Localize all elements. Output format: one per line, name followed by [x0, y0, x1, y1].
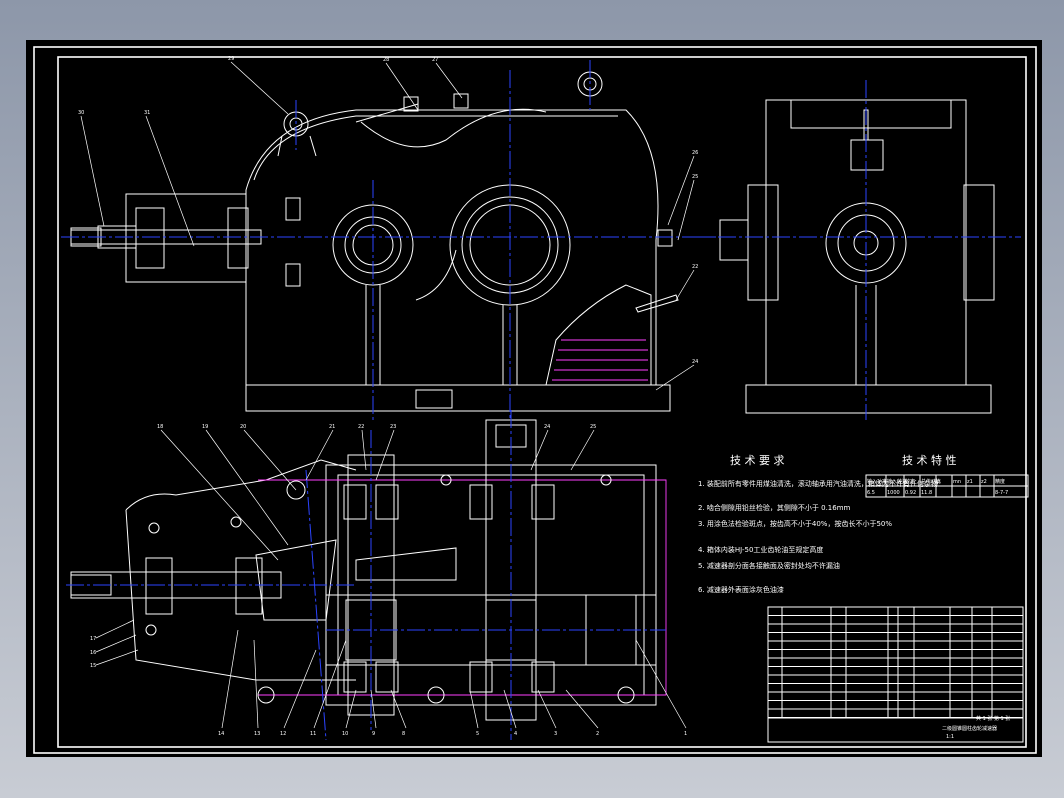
part-label: 8 [402, 731, 405, 737]
spec-header: z1 [967, 479, 973, 485]
part-label: 14 [218, 731, 224, 737]
outer-frame [33, 46, 1037, 754]
part-label: 22 [358, 424, 364, 430]
part-label: 1 [684, 731, 687, 737]
title-block [767, 717, 1024, 743]
front-view [61, 60, 716, 420]
part-label: 29 [228, 56, 234, 62]
part-label: 21 [329, 424, 335, 430]
part-label: 16 [90, 650, 96, 656]
tech-req-item: 1. 装配前所有零件用煤油清洗，滚动轴承用汽油清洗，箱体内不许有任何杂物 [698, 479, 938, 488]
assembly-drawing: 30 31 29 28 27 26 25 22 24 18 19 20 21 2… [33, 46, 1037, 754]
drawing-sheet: 30 31 29 28 27 26 25 22 24 18 19 20 21 2… [26, 40, 1042, 757]
spec-header: z2 [981, 479, 987, 485]
part-label: 9 [372, 731, 375, 737]
scale: 1:1 [946, 734, 954, 740]
plan-view [66, 410, 667, 741]
parts-list: 二级圆锥圆柱齿轮减速器 共 1 张 第 1 张 1:1 [767, 606, 1024, 743]
leader-lines [80, 61, 695, 729]
part-label: 19 [202, 424, 208, 430]
inner-frame [57, 56, 1027, 748]
part-label: 23 [390, 424, 396, 430]
part-label: 13 [254, 731, 260, 737]
tech-req-item: 2. 啮合侧隙用铅丝检验，其侧隙不小于 0.16mm [698, 503, 851, 512]
part-label: 15 [90, 663, 96, 669]
part-label: 24 [544, 424, 550, 430]
part-label: 25 [692, 174, 698, 180]
part-label: 27 [432, 57, 438, 63]
spec-value: 8-7-7 [995, 490, 1008, 496]
spec-header: 效率 [905, 478, 915, 485]
spec-value: 1000 [887, 490, 900, 496]
part-label: 11 [310, 731, 316, 737]
tech-requirements-title: 技 术 要 求 [730, 454, 785, 467]
part-label: 30 [78, 110, 84, 116]
part-label: 28 [383, 57, 389, 63]
spec-header: 输入功率 [867, 478, 887, 485]
drawing-name: 二级圆锥圆柱齿轮减速器 [942, 725, 997, 732]
part-numbers: 30 31 29 28 27 26 25 22 24 18 19 20 21 2… [78, 56, 698, 737]
part-label: 31 [144, 110, 150, 116]
part-label: 24 [692, 359, 698, 365]
part-label: 25 [590, 424, 596, 430]
part-label: 26 [692, 150, 698, 156]
spec-header: 总传动比 [921, 478, 941, 485]
tech-req-item: 5. 减速器剖分面各接触面及密封处均不许漏油 [698, 561, 840, 570]
spec-header: mn [953, 479, 961, 485]
spec-header: 精度 [995, 478, 1005, 485]
part-label: 22 [692, 264, 698, 270]
part-label: 12 [280, 731, 286, 737]
part-label: 18 [157, 424, 163, 430]
tech-requirements: 技 术 要 求 1. 装配前所有零件用煤油清洗，滚动轴承用汽油清洗，箱体内不许有… [698, 454, 938, 594]
part-label: 4 [514, 731, 517, 737]
part-label: 3 [554, 731, 557, 737]
tech-specs: 技 术 特 性 输入功率输入转速效率总传动比β mn z1 z2 精度 6.5 1000 0.… [865, 453, 1029, 498]
side-view [691, 80, 1021, 420]
tech-req-item: 6. 减速器外表面涂灰色油漆 [698, 585, 784, 594]
spec-value: 11.8 [921, 490, 932, 496]
sheet-count: 共 1 张 第 1 张 [976, 715, 1010, 722]
spec-header: β [937, 479, 940, 485]
spec-header: 输入转速 [887, 478, 907, 485]
tech-req-item: 4. 箱体内装HJ-50工业齿轮油至规定高度 [698, 545, 823, 554]
part-label: 17 [90, 636, 96, 642]
part-label: 20 [240, 424, 246, 430]
part-label: 10 [342, 731, 348, 737]
tech-specs-title: 技 术 特 性 [902, 453, 957, 467]
part-label: 2 [596, 731, 599, 737]
part-label: 5 [476, 731, 479, 737]
tech-req-item: 3. 用涂色法检验斑点，按齿高不小于40%，按齿长不小于50% [698, 519, 892, 528]
spec-value: 0.92 [905, 490, 916, 496]
spec-value: 6.5 [867, 490, 875, 496]
